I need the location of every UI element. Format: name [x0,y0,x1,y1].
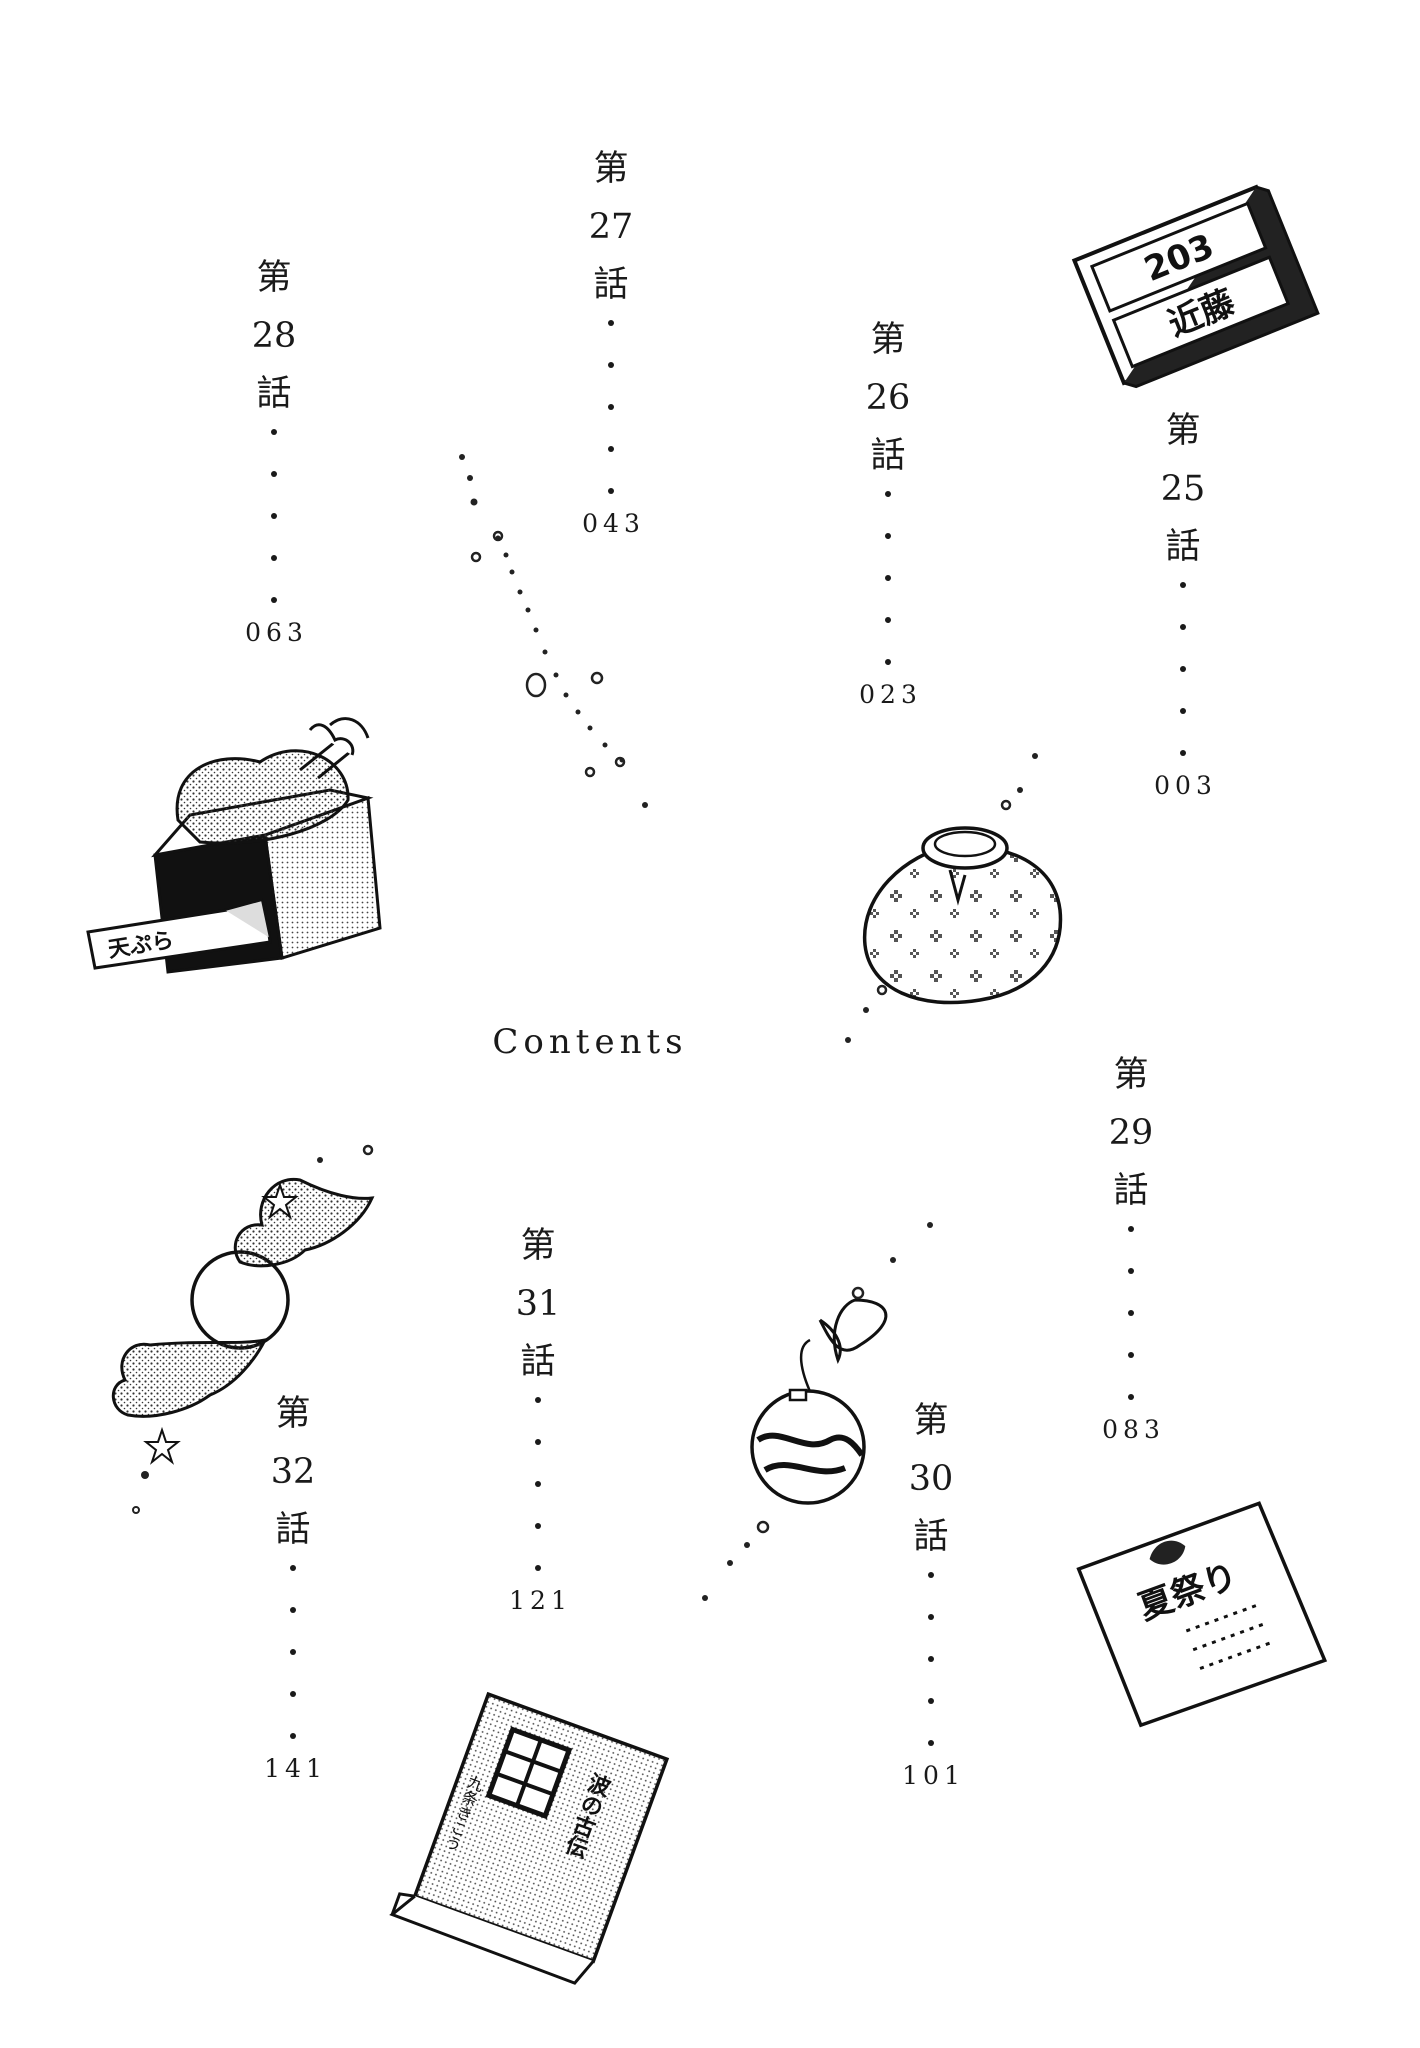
pouch-illustration [845,753,1063,1043]
chapter-page-number: 101 [902,1761,965,1790]
chapter-page-number: 141 [264,1754,327,1783]
chapter-suffix: 話 [256,374,292,414]
chapter-suffix: 話 [913,1517,949,1557]
leader-dots [1138,582,1228,756]
chapter-26-entry[interactable]: 第 26 話 023 [843,311,933,711]
chapter-prefix: 第 [275,1394,311,1434]
glass-float-illustration [702,1222,933,1601]
nameplate-illustration: 203 近藤 [1071,184,1320,389]
chapter-29-entry[interactable]: 第 29 話 083 [1086,1046,1176,1446]
leader-dots [886,1572,976,1746]
chapter-number: 29 [1108,1113,1154,1153]
chapter-28-entry[interactable]: 第 28 話 063 [229,249,319,649]
chapter-page-number: 003 [1154,771,1217,800]
moon-clouds-illustration [111,1144,375,1514]
chapter-30-entry[interactable]: 第 30 話 101 [886,1392,976,1792]
chapter-page-number: 023 [859,680,922,709]
chapter-number: 32 [270,1452,316,1492]
contents-title: Contents [492,1022,688,1062]
chapter-number: 27 [588,207,634,247]
chapter-page-number: 121 [509,1586,572,1615]
chapter-prefix: 第 [256,258,292,298]
chapter-page-number: 083 [1102,1415,1165,1444]
chapter-number: 25 [1160,469,1206,509]
chapter-suffix: 話 [1165,527,1201,567]
chapter-32-entry[interactable]: 第 32 話 141 [248,1385,338,1785]
chapter-suffix: 話 [1113,1171,1149,1211]
dotted-trail-decoration [459,454,648,808]
chapter-prefix: 第 [1165,411,1201,451]
chapter-number: 31 [515,1284,561,1324]
chapter-25-entry[interactable]: 第 25 話 003 [1138,402,1228,802]
chapter-27-entry[interactable]: 第 27 話 043 [566,140,656,540]
chapter-prefix: 第 [593,149,629,189]
chapter-suffix: 話 [870,436,906,476]
chapter-prefix: 第 [870,320,906,360]
chapter-prefix: 第 [520,1226,556,1266]
chapter-31-entry[interactable]: 第 31 話 121 [493,1217,583,1617]
chapter-page-number: 063 [245,618,308,647]
book-illustration: 波の古伝 九条きこう [389,1691,670,1985]
chapter-number: 26 [865,378,911,418]
chapter-suffix: 話 [520,1342,556,1382]
chapter-suffix: 話 [593,265,629,305]
chapter-prefix: 第 [1113,1055,1149,1095]
leader-dots [843,491,933,665]
leader-dots [248,1565,338,1739]
leader-dots [1086,1226,1176,1400]
leader-dots [566,320,656,494]
chapter-number: 28 [251,316,297,356]
tempura-illustration: 天ぷら [86,717,382,974]
leader-dots [229,429,319,603]
chapter-number: 30 [908,1459,954,1499]
chapter-suffix: 話 [275,1510,311,1550]
chapter-prefix: 第 [913,1401,949,1441]
leader-dots [493,1397,583,1571]
festival-flyer-illustration: 夏祭り [1076,1501,1328,1728]
chapter-page-number: 043 [582,509,645,538]
